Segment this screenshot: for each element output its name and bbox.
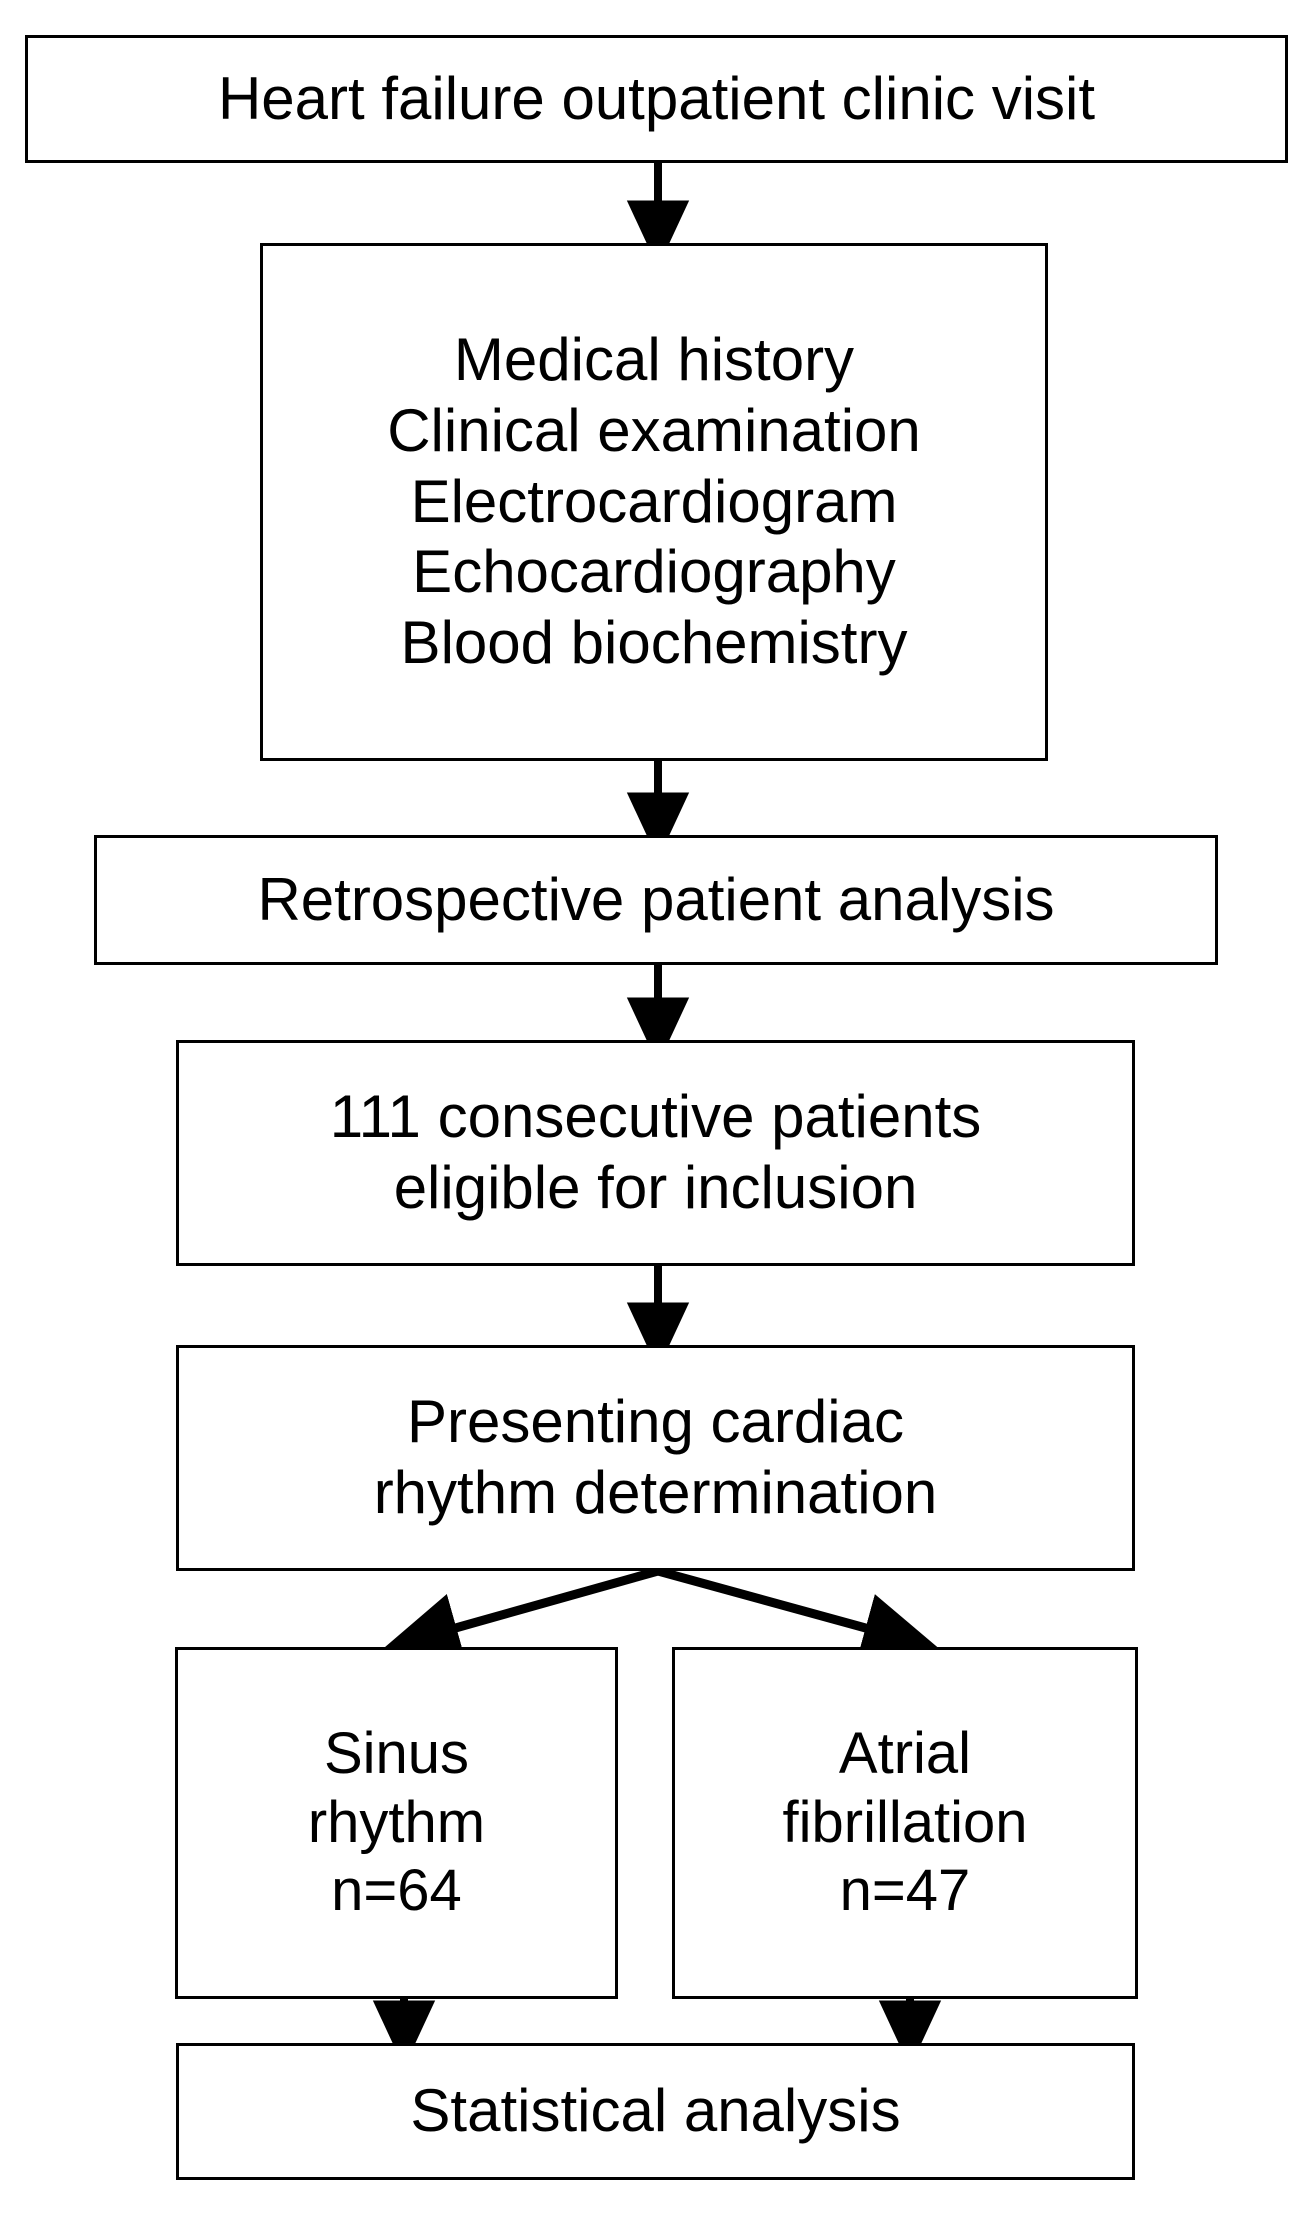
node-atrial-fibrillation: Atrial fibrillation n=47 xyxy=(672,1647,1138,1999)
node-sinus-line-1: Sinus xyxy=(323,1721,470,1787)
node-atrial-fibrillation-line-1: Atrial xyxy=(838,1721,972,1787)
node-eligible-line-2: eligible for inclusion xyxy=(393,1154,918,1221)
node-sinus-rhythm: Sinus rhythm n=64 xyxy=(175,1647,618,1999)
node-retrospective-line-1: Retrospective patient analysis xyxy=(257,865,1055,933)
edge-rhythm-to-atrial-fibrillation xyxy=(656,1566,939,1662)
node-workup-line-3: Electrocardiogram xyxy=(410,467,898,535)
node-workup-line-4: Echocardiography xyxy=(412,538,896,606)
node-sinus-line-2: rhythm xyxy=(307,1789,486,1855)
node-presenting-cardiac-rhythm-determination: Presenting cardiac rhythm determination xyxy=(176,1345,1135,1571)
node-statistical-analysis: Statistical analysis xyxy=(176,2043,1135,2180)
node-rhythm-line-1: Presenting cardiac xyxy=(407,1388,904,1456)
node-statistics-line-1: Statistical analysis xyxy=(410,2077,901,2145)
node-rhythm-line-2: rhythm determination xyxy=(373,1459,938,1526)
node-workup-line-5: Blood biochemistry xyxy=(400,609,908,677)
node-workup-line-2: Clinical examination xyxy=(387,396,921,464)
node-eligible-patients: 111 consecutive patients eligible for in… xyxy=(176,1040,1135,1266)
node-initial-workup: Medical history Clinical examination Ele… xyxy=(260,243,1048,761)
node-atrial-fibrillation-count: n=47 xyxy=(839,1858,971,1924)
node-visit-line-1: Heart failure outpatient clinic visit xyxy=(217,64,1096,132)
edge-rhythm-to-sinus xyxy=(383,1566,660,1662)
node-retrospective-patient-analysis: Retrospective patient analysis xyxy=(94,835,1218,965)
node-sinus-count: n=64 xyxy=(331,1858,462,1924)
node-heart-failure-outpatient-clinic-visit: Heart failure outpatient clinic visit xyxy=(25,35,1288,163)
node-workup-line-1: Medical history xyxy=(453,326,855,393)
node-eligible-line-1: 111 consecutive patients xyxy=(329,1083,982,1151)
node-atrial-fibrillation-line-2: fibrillation xyxy=(782,1789,1028,1855)
